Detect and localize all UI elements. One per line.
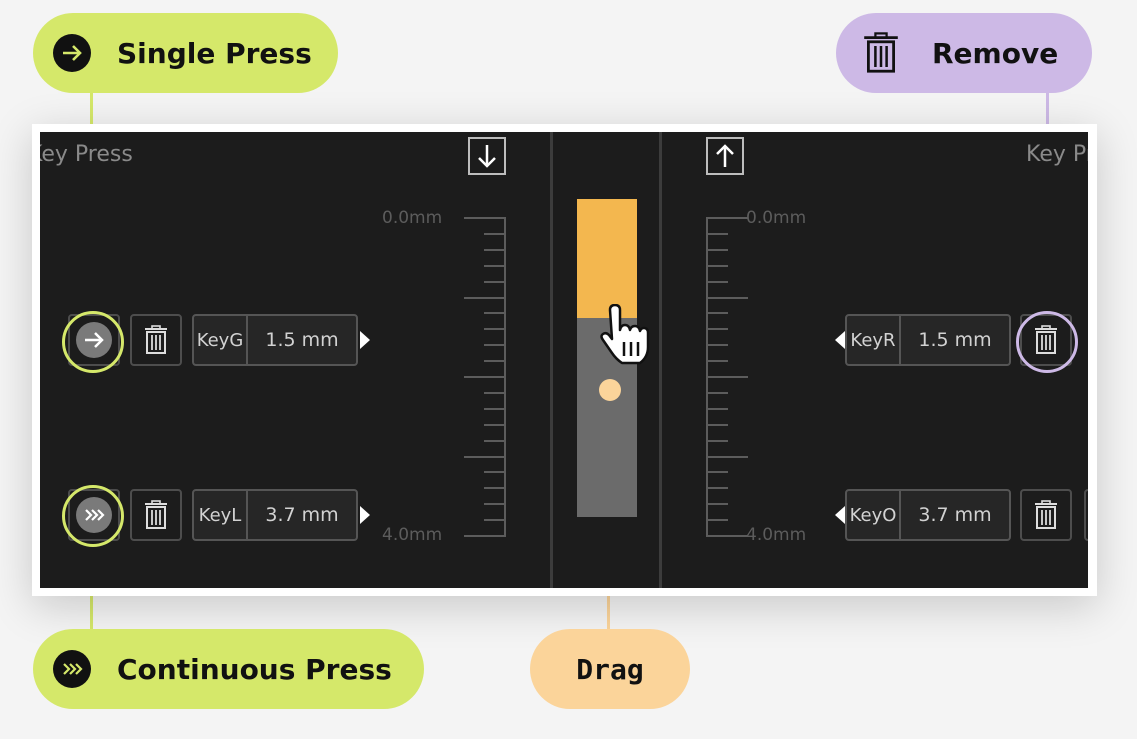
scale-tick bbox=[706, 328, 728, 331]
scale-tick bbox=[706, 535, 748, 537]
scale-tick bbox=[484, 407, 506, 410]
scale-tick bbox=[706, 232, 728, 235]
key-name: KeyR bbox=[847, 316, 901, 364]
scale-tick bbox=[464, 535, 506, 537]
caret-left-icon bbox=[835, 506, 845, 524]
key-name: KeyL bbox=[194, 491, 248, 539]
scale-tick bbox=[706, 376, 748, 378]
scale-tick bbox=[706, 423, 728, 426]
left-divider bbox=[550, 132, 553, 588]
scale-tick bbox=[706, 217, 748, 219]
caret-right-icon bbox=[360, 506, 370, 524]
scale-tick bbox=[484, 519, 506, 522]
scale-tick bbox=[706, 439, 728, 442]
scale-tick bbox=[706, 248, 728, 251]
key-name: KeyO bbox=[847, 491, 901, 539]
scale-tick bbox=[484, 232, 506, 235]
scale-tick bbox=[484, 328, 506, 331]
remove-button-right-2[interactable] bbox=[1020, 489, 1072, 541]
left-panel-title: Key Press bbox=[40, 142, 133, 167]
scale-tick bbox=[484, 280, 506, 283]
scale-tick bbox=[484, 360, 506, 363]
fast-forward-circle-icon bbox=[53, 650, 91, 688]
remove-highlight-ring bbox=[1016, 311, 1078, 373]
drag-callout: Drag bbox=[530, 629, 690, 709]
extra-control-right-2[interactable] bbox=[1084, 489, 1088, 541]
left-scale-bottom-label: 4.0mm bbox=[382, 525, 443, 545]
remove-callout: Remove bbox=[836, 13, 1092, 93]
scale-tick bbox=[464, 376, 506, 378]
scale-tick bbox=[706, 487, 728, 490]
remove-callout-label: Remove bbox=[932, 36, 1059, 70]
key-field-right-1[interactable]: KeyR 1.5 mm bbox=[845, 314, 1011, 366]
remove-button-left-1[interactable] bbox=[130, 314, 182, 366]
right-scale-top-label: 0.0mm bbox=[746, 208, 807, 228]
key-actuation-value: 1.5 mm bbox=[265, 329, 339, 351]
trash-icon bbox=[864, 32, 898, 73]
scale-tick bbox=[464, 296, 506, 299]
key-release-value: 3.7 mm bbox=[918, 504, 992, 526]
scale-tick bbox=[484, 264, 506, 267]
trash-icon bbox=[145, 500, 167, 529]
scale-tick bbox=[706, 391, 728, 394]
right-scale-bottom-label: 4.0mm bbox=[746, 525, 807, 545]
press-direction-button[interactable] bbox=[468, 137, 506, 175]
scale-tick bbox=[706, 519, 728, 522]
continuous-press-callout: Continuous Press bbox=[33, 629, 424, 709]
scale-tick bbox=[706, 407, 728, 410]
scale-tick bbox=[706, 471, 728, 474]
single-press-highlight-ring bbox=[62, 311, 124, 373]
scale-tick bbox=[706, 280, 728, 283]
scale-tick bbox=[706, 455, 748, 458]
travel-bar-fill[interactable] bbox=[577, 199, 637, 319]
arrow-right-circle-icon bbox=[53, 34, 91, 72]
key-field-left-1[interactable]: KeyG 1.5 mm bbox=[192, 314, 358, 366]
scale-tick bbox=[484, 503, 506, 506]
arrow-down-icon bbox=[478, 145, 496, 168]
key-actuation-value: 3.7 mm bbox=[265, 504, 339, 526]
scale-tick bbox=[706, 503, 728, 506]
scale-tick bbox=[706, 312, 728, 315]
continuous-press-callout-label: Continuous Press bbox=[117, 652, 392, 686]
remove-button-left-2[interactable] bbox=[130, 489, 182, 541]
scale-tick bbox=[484, 248, 506, 251]
single-press-callout: Single Press bbox=[33, 13, 338, 93]
left-scale-top-label: 0.0mm bbox=[382, 208, 443, 228]
drag-handle[interactable] bbox=[599, 378, 621, 401]
scale-tick bbox=[464, 217, 506, 219]
caret-left-icon bbox=[835, 331, 845, 349]
trash-icon bbox=[145, 325, 167, 354]
scale-tick bbox=[464, 455, 506, 458]
key-name: KeyG bbox=[194, 316, 248, 364]
scale-tick bbox=[484, 344, 506, 347]
scale-tick bbox=[484, 471, 506, 474]
drag-callout-label: Drag bbox=[576, 652, 644, 686]
right-divider bbox=[659, 132, 662, 588]
single-press-callout-label: Single Press bbox=[117, 36, 312, 70]
scale-tick bbox=[484, 312, 506, 315]
scale-tick bbox=[484, 487, 506, 490]
scale-tick bbox=[706, 264, 728, 267]
arrow-up-icon bbox=[716, 144, 734, 167]
key-field-right-2[interactable]: KeyO 3.7 mm bbox=[845, 489, 1011, 541]
right-panel-title: Key Press bbox=[1026, 142, 1088, 167]
trash-icon bbox=[1035, 500, 1057, 529]
scale-tick bbox=[706, 344, 728, 347]
key-field-left-2[interactable]: KeyL 3.7 mm bbox=[192, 489, 358, 541]
scale-tick bbox=[484, 439, 506, 442]
caret-right-icon bbox=[360, 331, 370, 349]
scale-tick bbox=[706, 360, 728, 363]
key-release-value: 1.5 mm bbox=[918, 329, 992, 351]
scale-tick bbox=[484, 391, 506, 394]
scale-tick bbox=[484, 423, 506, 426]
continuous-press-highlight-ring bbox=[62, 485, 124, 547]
key-press-panel: Key Press Key Press 0.0mm 4.0mm 0.0mm 4.… bbox=[40, 132, 1088, 588]
release-direction-button[interactable] bbox=[706, 137, 744, 175]
scale-tick bbox=[706, 296, 748, 299]
hand-cursor-icon bbox=[600, 304, 650, 365]
